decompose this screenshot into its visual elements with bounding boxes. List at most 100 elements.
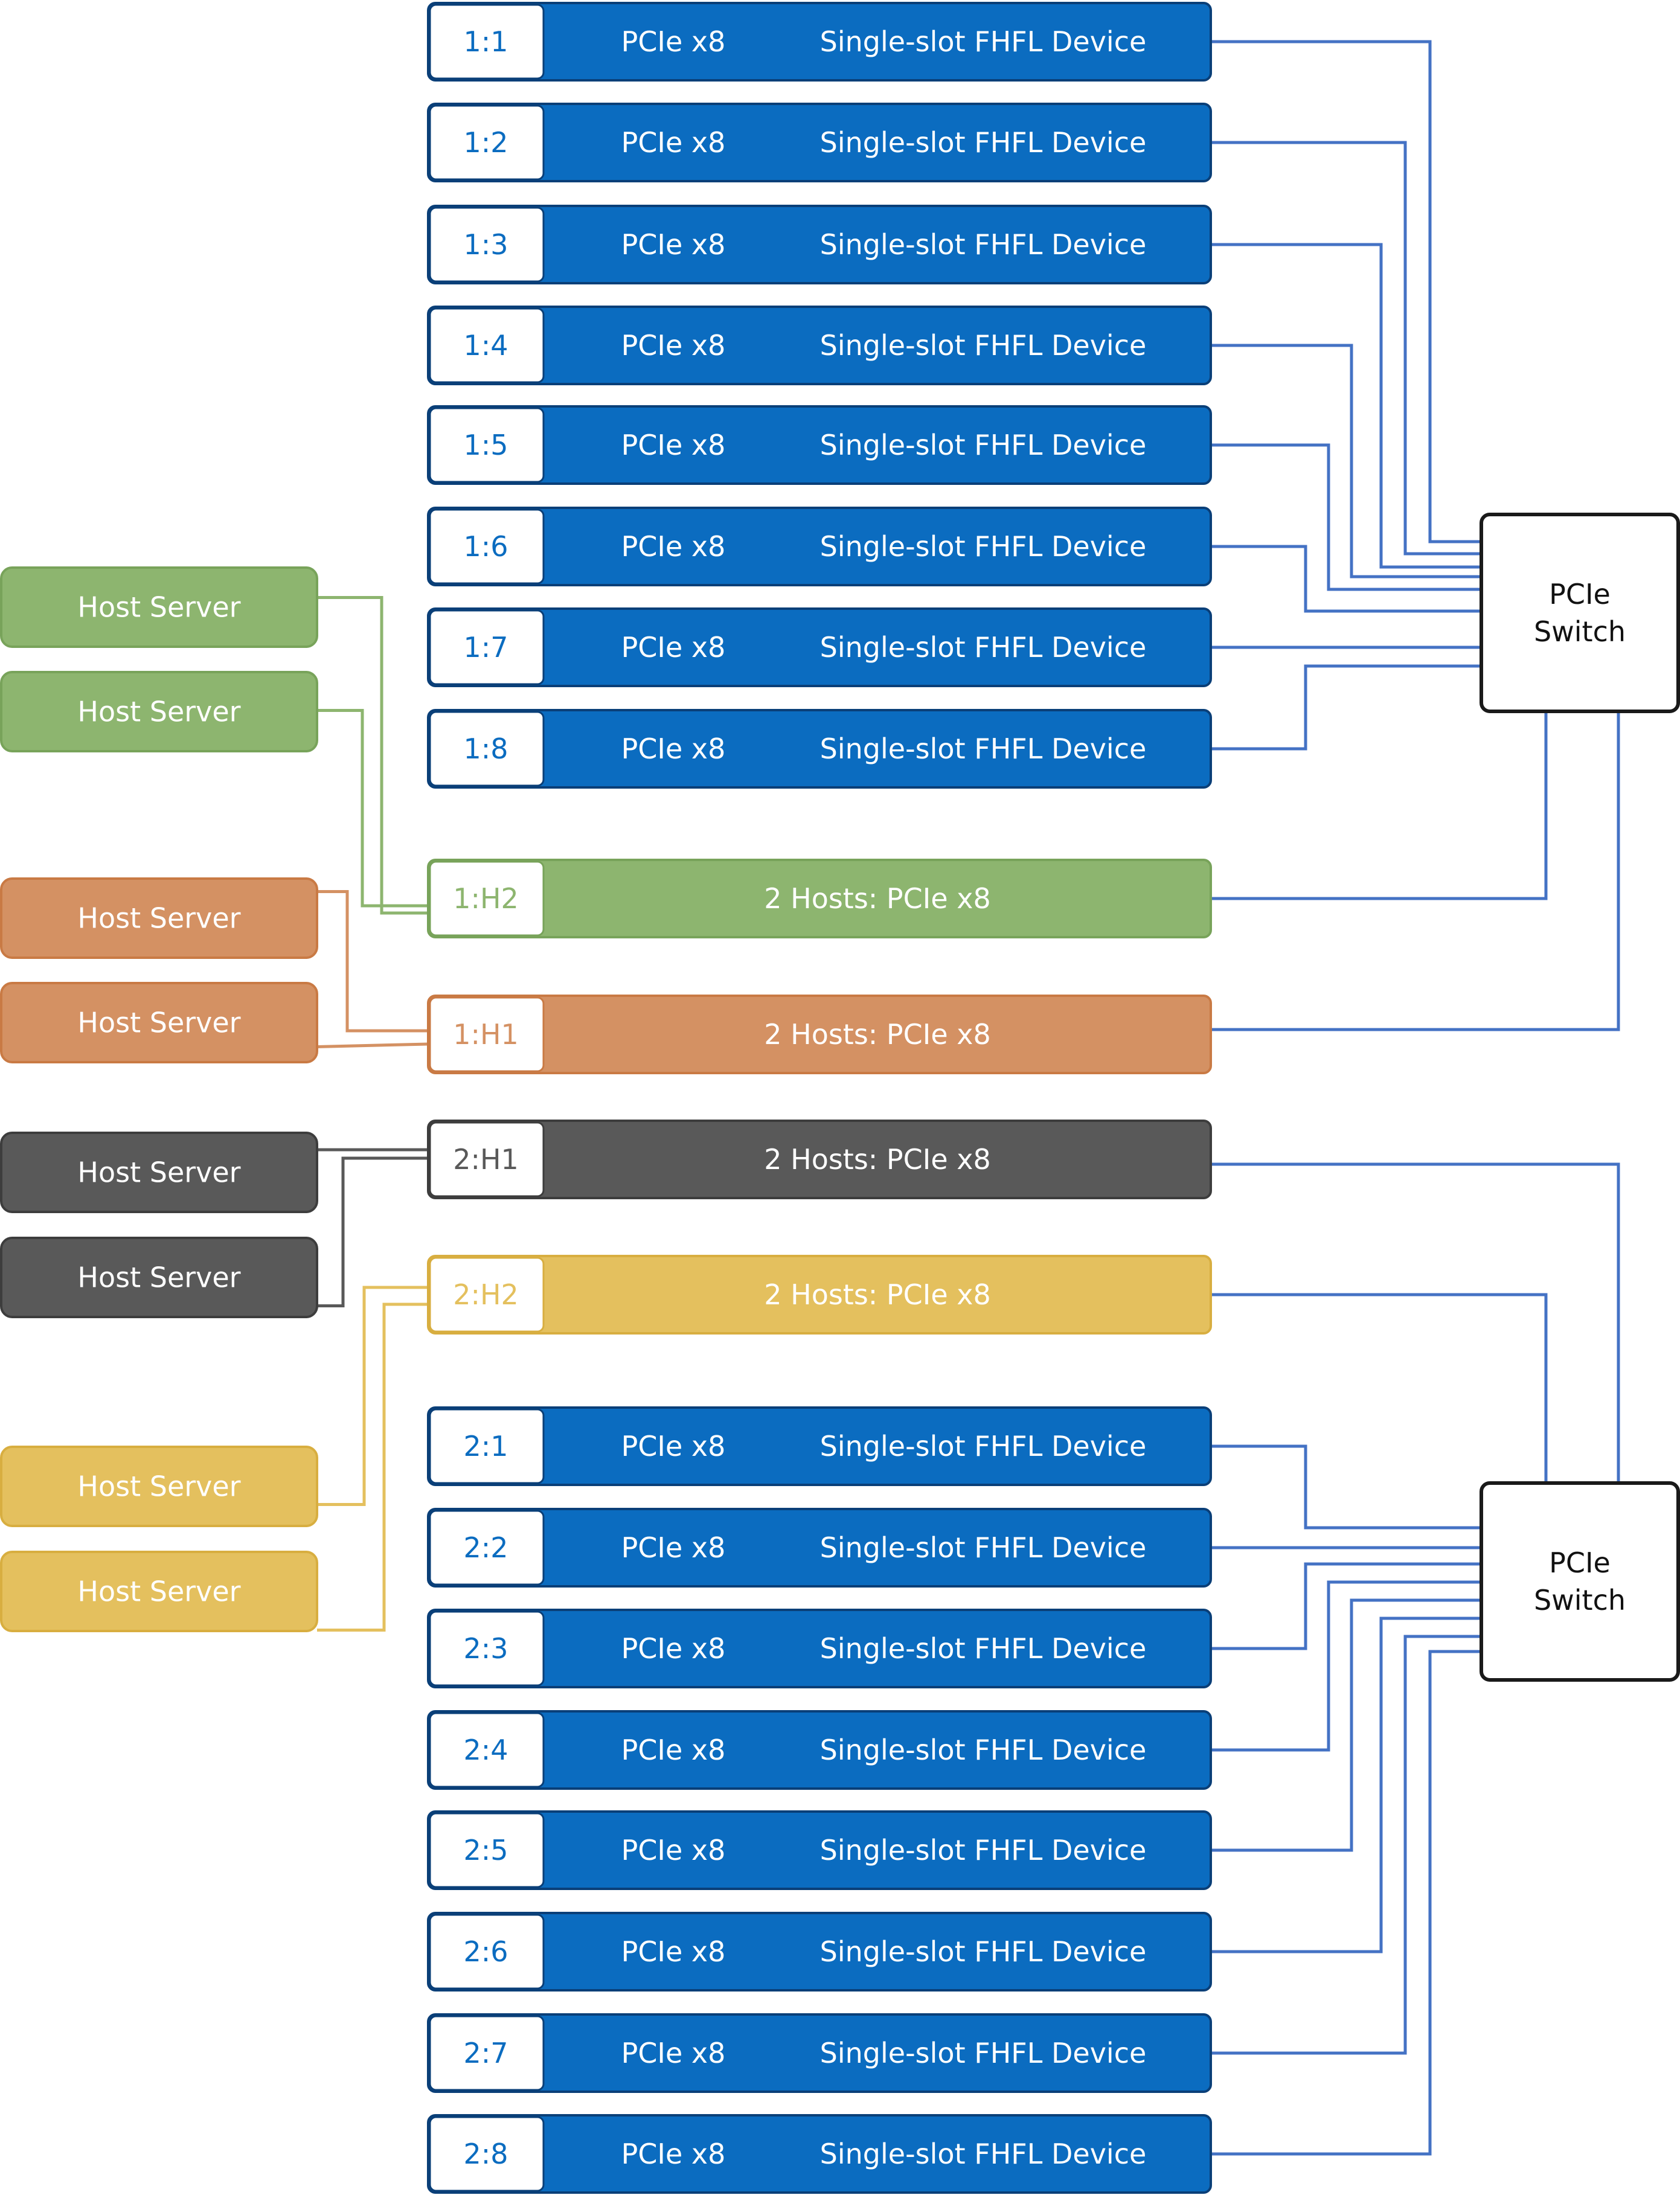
slot-body [427, 607, 1212, 687]
host-server-label: Host Server [77, 696, 240, 728]
slot-id-label: 1:H1 [453, 1018, 519, 1051]
wire-device-2-1 [1211, 1444, 1481, 1530]
host-slot-1-H2: 1:H2 2 Hosts: PCIe x8 [427, 859, 1212, 938]
host-server-label: Host Server [77, 1575, 240, 1608]
device-label: Single-slot FHFL Device [820, 631, 1147, 664]
switch-label-line2: Switch [1534, 1584, 1626, 1617]
bus-label: PCIe x8 [621, 429, 726, 461]
host-server-body [0, 877, 318, 959]
bus-label: PCIe x8 [621, 530, 726, 563]
host-server-dark-2: Host Server [0, 1237, 318, 1318]
slot-id-tab [429, 2116, 545, 2192]
bus-label: PCIe x8 [621, 25, 726, 58]
bus-label: PCIe x8 [621, 2138, 726, 2170]
slot-id-tab [429, 1257, 545, 1333]
slot-id-tab [429, 508, 545, 585]
slot-id-label: 1:1 [463, 25, 508, 58]
device-label: Single-slot FHFL Device [820, 1834, 1147, 1867]
slot-body [427, 1609, 1212, 1688]
slot-body [427, 2013, 1212, 2093]
slot-body [427, 405, 1212, 485]
bus-label: PCIe x8 [621, 2037, 726, 2069]
wire-host-server-gold-2 [317, 1303, 428, 1632]
slot-id-tab [429, 1408, 545, 1484]
switch-body [1480, 1481, 1680, 1682]
host-server-body [0, 982, 318, 1063]
slot-body [427, 205, 1212, 284]
slot-id-tab [429, 996, 545, 1072]
bus-label: PCIe x8 [621, 732, 726, 765]
slot-id-tab [429, 1712, 545, 1788]
host-server-green-2: Host Server [0, 671, 318, 752]
wire-device-1-6 [1211, 545, 1481, 613]
host-server-body [0, 1446, 318, 1527]
host-server-label: Host Server [77, 1156, 240, 1189]
slot-id-tab [429, 711, 545, 787]
host-server-body [0, 1132, 318, 1213]
device-label: Single-slot FHFL Device [820, 1430, 1147, 1463]
host-server-label: Host Server [77, 1007, 240, 1039]
bus-label: PCIe x8 [621, 1834, 726, 1867]
device-label: Single-slot FHFL Device [820, 228, 1147, 261]
slot-id-label: 1:H2 [453, 882, 519, 915]
host-server-green-1: Host Server [0, 566, 318, 648]
slot-id-label: 2:8 [463, 2138, 508, 2170]
host-server-orange-1: Host Server [0, 877, 318, 959]
slot-body [427, 1710, 1212, 1790]
switch-body [1480, 513, 1680, 713]
device-label: Single-slot FHFL Device [820, 1632, 1147, 1665]
slot-body [427, 1810, 1212, 1890]
slot-body [427, 2, 1212, 82]
slot-id-label: 2:H1 [453, 1143, 519, 1176]
host-server-label: Host Server [77, 1470, 240, 1503]
bus-label: PCIe x8 [621, 1734, 726, 1766]
wire-device-2-3 [1211, 1562, 1481, 1650]
bus-label: PCIe x8 [621, 1632, 726, 1665]
device-slot-2-8: 2:8 PCIe x8 Single-slot FHFL Device [427, 2114, 1212, 2194]
connection-wires [316, 40, 1620, 2156]
slot-body [427, 1912, 1212, 1992]
bus-label: PCIe x8 [621, 1430, 726, 1463]
switch-label-line2: Switch [1534, 615, 1626, 648]
wire-device-1-3 [1211, 243, 1481, 569]
wire-host-1-H1-uplink [1211, 711, 1620, 1031]
host-server-label: Host Server [77, 1261, 240, 1294]
device-label: Single-slot FHFL Device [820, 329, 1147, 362]
wire-host-2-H2-uplink [1211, 1293, 1548, 1483]
wire-host-server-dark-2 [317, 1156, 428, 1307]
device-label: Single-slot FHFL Device [820, 1935, 1147, 1968]
slot-id-label: 1:4 [463, 329, 508, 362]
slot-body [427, 1255, 1212, 1335]
wire-device-1-2 [1211, 141, 1481, 556]
host-slot-label: 2 Hosts: PCIe x8 [764, 1278, 991, 1311]
device-label: Single-slot FHFL Device [820, 1734, 1147, 1766]
slot-id-tab [429, 207, 545, 283]
device-slot-2-5: 2:5 PCIe x8 Single-slot FHFL Device [427, 1810, 1212, 1890]
host-server-dark-1: Host Server [0, 1132, 318, 1213]
slot-id-label: 2:5 [463, 1834, 508, 1867]
device-label: Single-slot FHFL Device [820, 126, 1147, 159]
host-server-label: Host Server [77, 591, 240, 624]
host-server-body [0, 566, 318, 648]
device-label: Single-slot FHFL Device [820, 2138, 1147, 2170]
slot-body [427, 995, 1212, 1074]
wire-host-server-green-1 [317, 596, 428, 915]
wire-device-2-8 [1211, 1650, 1481, 2156]
slot-id-label: 1:7 [463, 631, 508, 664]
host-slot-label: 2 Hosts: PCIe x8 [764, 882, 991, 915]
slot-id-tab [429, 2015, 545, 2091]
slot-id-tab [429, 1914, 545, 1990]
wire-device-2-4 [1211, 1580, 1481, 1752]
